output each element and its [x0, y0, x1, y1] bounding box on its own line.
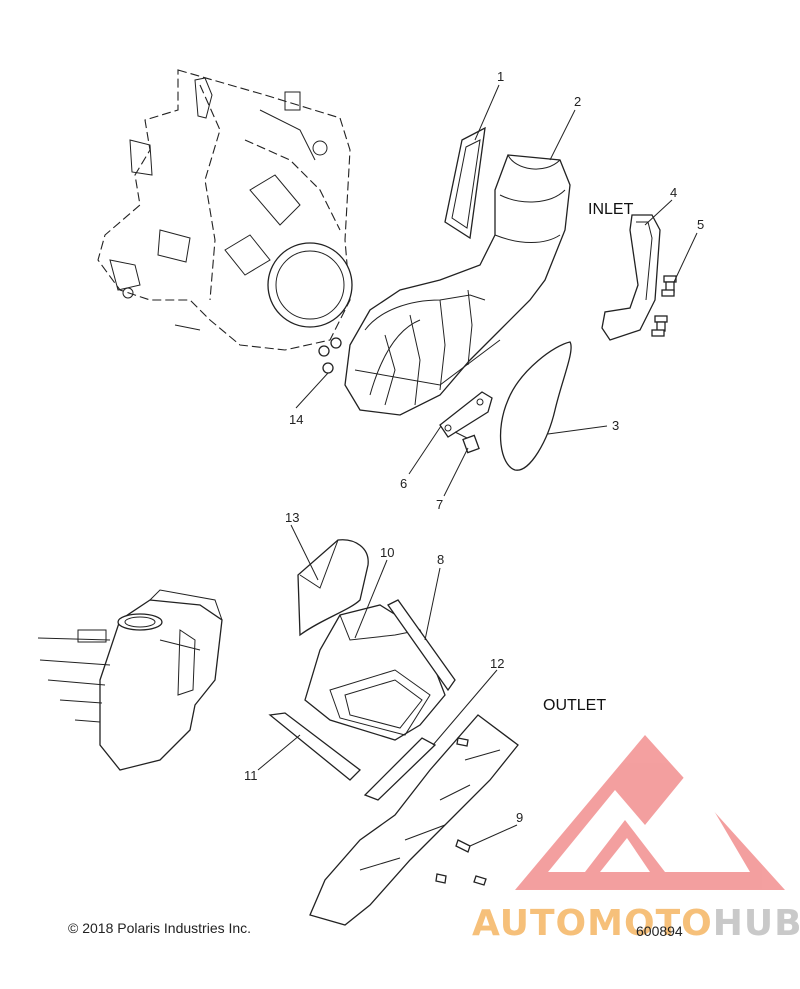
callout-4: 4	[670, 185, 677, 200]
callout-12: 12	[490, 656, 504, 671]
engine-assembly	[97, 69, 353, 351]
callout-10: 10	[380, 545, 394, 560]
callout-13: 13	[285, 510, 299, 525]
callout-3: 3	[612, 418, 619, 433]
watermark-text-hub: HUB	[712, 903, 800, 944]
callout-6: 6	[400, 476, 407, 491]
part-10-outlet-housing	[304, 604, 446, 741]
callout-14: 14	[289, 412, 303, 427]
section-inlet-label: INLET	[588, 201, 634, 218]
callout-1: 1	[497, 69, 504, 84]
watermark-text-automoto: AUTOMOTO	[472, 903, 713, 944]
copyright-text: © 2018 Polaris Industries Inc.	[68, 920, 252, 936]
part-7-bolt	[454, 431, 480, 454]
callout-11: 11	[244, 768, 258, 783]
part-3-cover	[499, 341, 572, 471]
part-12-strip	[363, 737, 437, 801]
part-9-fasteners	[435, 737, 487, 886]
watermark-logo	[515, 735, 785, 890]
part-8-strip	[387, 599, 456, 692]
part-1-seal	[444, 126, 486, 240]
part-4-bracket	[601, 214, 661, 341]
callout-labels: 1 2 3 4 5 6 7 8 9 10 11 12 13 14	[244, 69, 704, 825]
watermark-text: AUTOMOTOHUB	[472, 903, 800, 944]
section-outlet-label: OUTLET	[543, 697, 606, 714]
callout-8: 8	[437, 552, 444, 567]
lower-engine-shroud	[37, 589, 223, 771]
part-13-panel	[297, 539, 369, 637]
leader-lines	[257, 84, 698, 847]
part-11-strip	[268, 712, 361, 781]
outlet-lower-duct	[309, 714, 519, 926]
callout-2: 2	[574, 94, 581, 109]
callout-7: 7	[436, 497, 443, 512]
callout-9: 9	[516, 810, 523, 825]
part-14-nuts	[318, 337, 342, 374]
callout-5: 5	[697, 217, 704, 232]
part-6-plate	[439, 391, 493, 438]
part-2-inlet-duct	[344, 154, 571, 416]
part-5-bolts	[651, 275, 677, 337]
figure-number: 600894	[636, 923, 683, 939]
